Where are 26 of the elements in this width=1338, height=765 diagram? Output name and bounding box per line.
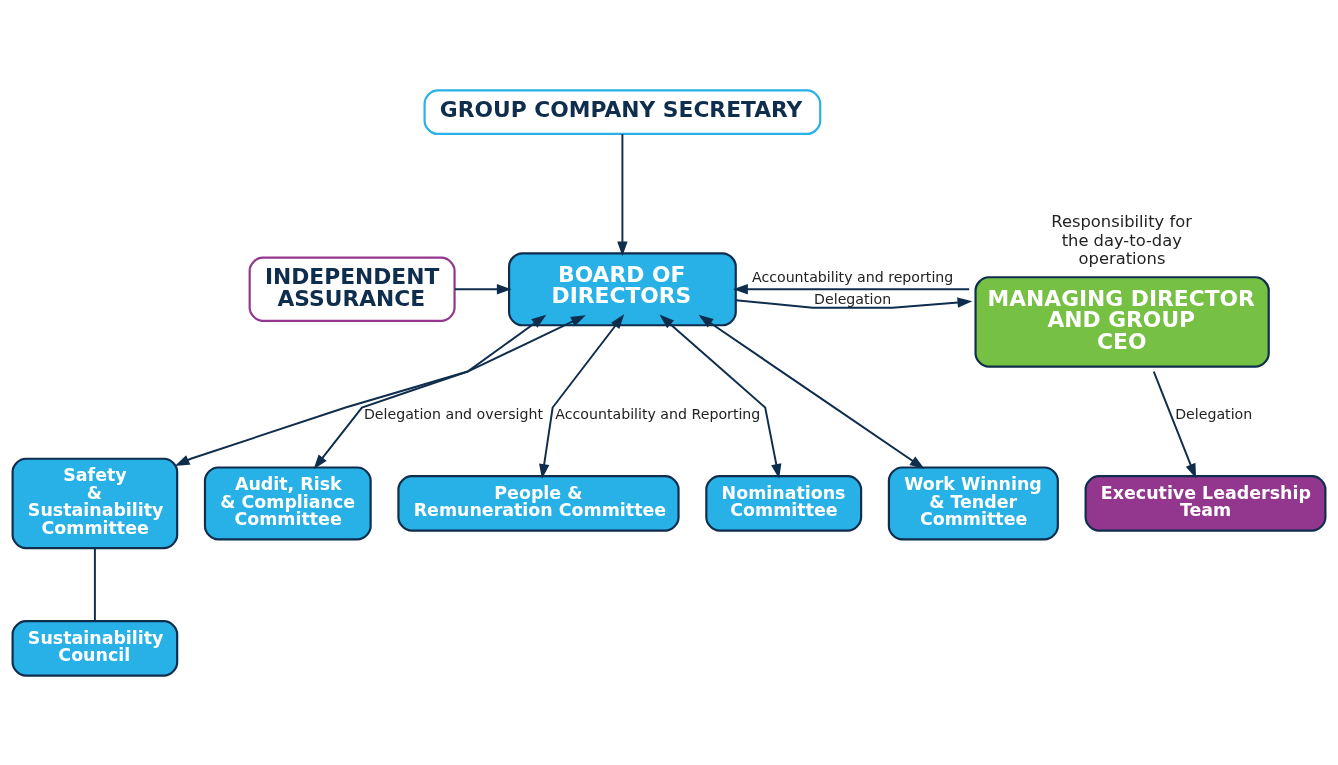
arrow xyxy=(659,314,782,479)
arrow xyxy=(1152,370,1197,479)
connector xyxy=(93,546,96,622)
arrow xyxy=(453,283,512,294)
edge-label: Accountability and reporting xyxy=(751,268,954,285)
edge-label: Delegation xyxy=(814,290,892,307)
edge-label: Accountability and Reporting xyxy=(555,405,761,422)
edge-label: Delegation xyxy=(1175,405,1253,422)
node-box: Audit, Risk & Compliance Committee xyxy=(203,465,372,540)
node-box: People & Remuneration Committee xyxy=(397,474,680,532)
arrow xyxy=(617,132,628,256)
arrow xyxy=(733,283,971,294)
node-box: GROUP COMPANY SECRETARY xyxy=(423,88,822,135)
arrow xyxy=(734,296,973,309)
node-box: Work Winning & Tender Committee xyxy=(887,465,1059,540)
arrow xyxy=(313,314,586,469)
node-label: Responsibility for the day-to-day operations xyxy=(1051,211,1192,268)
node-box: INDEPENDENT ASSURANCE xyxy=(248,256,456,322)
edge-label: Delegation and oversight xyxy=(363,405,543,422)
node-box: Sustainability Council xyxy=(11,619,179,677)
arrow xyxy=(698,314,925,469)
node-box: Safety & Sustainability Committee xyxy=(11,457,179,549)
arrow xyxy=(539,313,625,479)
node-box: Executive Leadership Team xyxy=(1084,474,1327,532)
node-box: Nominations Committee xyxy=(705,474,863,532)
arrow xyxy=(174,314,547,466)
